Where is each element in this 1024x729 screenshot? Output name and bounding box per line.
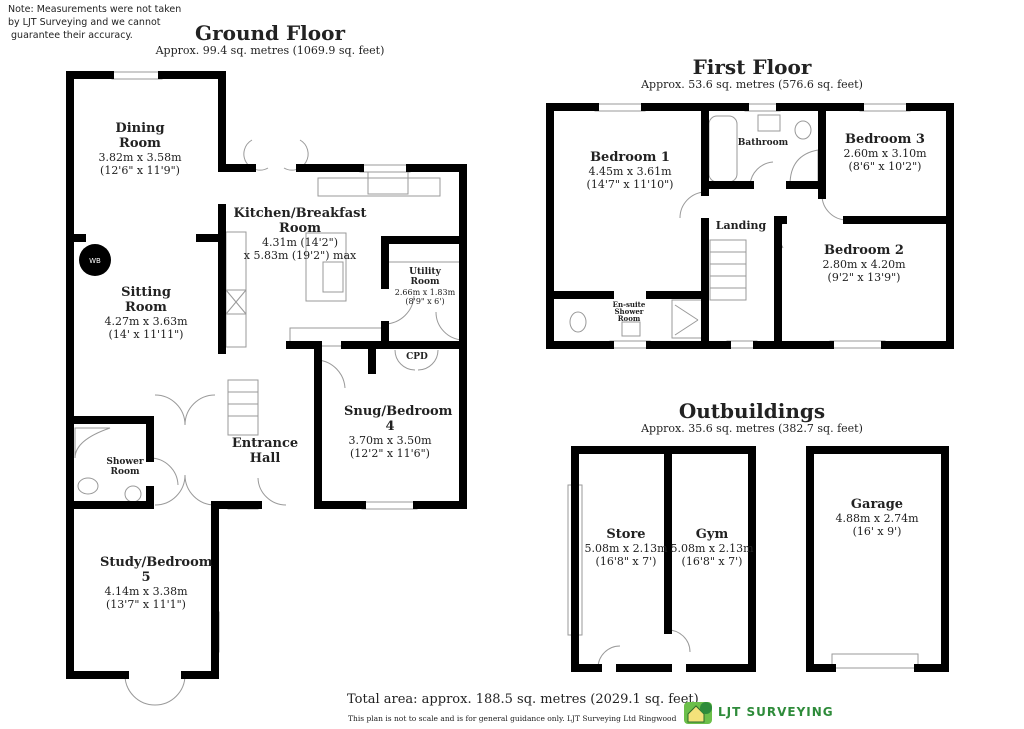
room-dimensions: 5.08m x 2.13m bbox=[670, 541, 754, 555]
room-dimensions: 2.60m x 3.10m bbox=[843, 146, 927, 160]
room-dimensions: (8'6" x 10'2") bbox=[848, 159, 922, 173]
room-bathroom: Bathroom bbox=[738, 138, 788, 148]
ljt-surveying-logo: LJT SURVEYING bbox=[682, 698, 834, 726]
room-cpd: CPD bbox=[406, 352, 428, 362]
measurement-note: Note: Measurements were not taken by LJT… bbox=[8, 4, 181, 42]
room-dimensions: 3.82m x 3.58m bbox=[98, 150, 182, 164]
room-dimensions: (13'7" x 11'1") bbox=[106, 597, 186, 611]
outbuildings-area: Approx. 35.6 sq. metres (382.7 sq. feet) bbox=[641, 422, 863, 435]
room-dimensions: (14' x 11'11") bbox=[108, 327, 184, 341]
room-name: Kitchen/Breakfast bbox=[233, 206, 367, 221]
room-dimensions: 4.27m x 3.63m bbox=[104, 314, 188, 328]
room-study: Study/Bedroom 5 4.14m x 3.38m(13'7" x 11… bbox=[100, 555, 213, 611]
total-area: Total area: approx. 188.5 sq. metres (20… bbox=[347, 692, 699, 707]
room-name: Bedroom 3 bbox=[845, 132, 925, 147]
note-line: Note: Measurements were not taken bbox=[8, 4, 182, 15]
room-name: Bedroom 2 bbox=[824, 243, 904, 258]
room-dimensions: (12'6" x 11'9") bbox=[100, 163, 180, 177]
room-dimensions: (9'2" x 13'9") bbox=[827, 270, 901, 284]
room-dimensions: 5.08m x 2.13m bbox=[584, 541, 668, 555]
room-name: Room bbox=[125, 299, 167, 315]
room-name: Shower bbox=[106, 457, 144, 467]
room-name: Room bbox=[119, 135, 161, 151]
room-name: Bathroom bbox=[737, 138, 789, 148]
room-name: En-suite bbox=[612, 300, 646, 309]
room-name: Room bbox=[410, 277, 440, 288]
room-dimensions: 3.70m x 3.50m bbox=[348, 433, 432, 447]
wb-label: WB bbox=[89, 257, 101, 265]
room-name: CPD bbox=[406, 352, 428, 362]
room-bedroom-2: Bedroom 2 2.80m x 4.20m(9'2" x 13'9") bbox=[822, 243, 906, 284]
room-dimensions: (14'7" x 11'10") bbox=[586, 177, 674, 191]
first-floor-header: First Floor Approx. 53.6 sq. metres (576… bbox=[641, 56, 863, 92]
room-name: Entrance bbox=[231, 436, 299, 451]
room-garage: Garage 4.88m x 2.74m(16' x 9') bbox=[835, 497, 919, 538]
room-bedroom-3: Bedroom 3 2.60m x 3.10m(8'6" x 10'2") bbox=[843, 132, 927, 173]
room-name: Sitting bbox=[121, 285, 171, 300]
room-name: Utility bbox=[409, 267, 441, 277]
room-dimensions: 4.88m x 2.74m bbox=[835, 511, 919, 525]
room-name: Landing bbox=[715, 219, 767, 232]
room-dimensions: (16' x 9') bbox=[852, 524, 902, 538]
outbuildings-title: Outbuildings bbox=[678, 399, 826, 423]
room-landing: Landing bbox=[715, 219, 767, 233]
room-dimensions: 4.31m (14'2") bbox=[261, 235, 339, 249]
room-dimensions: (12'2" x 11'6") bbox=[350, 446, 430, 460]
room-dimensions: 4.14m x 3.38m bbox=[104, 584, 188, 598]
room-dimensions: (16'8" x 7') bbox=[681, 554, 743, 568]
room-dimensions: (8'9" x 6') bbox=[405, 296, 445, 306]
room-store: Store 5.08m x 2.13m(16'8" x 7') bbox=[584, 527, 668, 568]
ground-floor-area: Approx. 99.4 sq. metres (1069.9 sq. feet… bbox=[155, 44, 385, 57]
room-name: Study/Bedroom 5 bbox=[100, 555, 213, 585]
wood-burner-icon bbox=[79, 244, 111, 276]
disclaimer: This plan is not to scale and is for gen… bbox=[348, 714, 677, 723]
room-dimensions: 2.80m x 4.20m bbox=[822, 257, 906, 271]
room-bedroom-1: Bedroom 1 4.45m x 3.61m(14'7" x 11'10") bbox=[586, 150, 674, 191]
room-name: Room bbox=[279, 220, 321, 236]
room-dimensions: (16'8" x 7') bbox=[595, 554, 657, 568]
first-floor-area: Approx. 53.6 sq. metres (576.6 sq. feet) bbox=[641, 78, 863, 91]
note-line: by LJT Surveying and we cannot bbox=[8, 16, 161, 28]
room-name: Hall bbox=[249, 450, 281, 466]
ground-floor-title: Ground Floor bbox=[195, 21, 345, 45]
room-name: Dining bbox=[115, 121, 165, 136]
room-snug: Snug/Bedroom 4 3.70m x 3.50m(12'2" x 11'… bbox=[344, 404, 453, 460]
room-gym: Gym 5.08m x 2.13m(16'8" x 7') bbox=[670, 527, 754, 568]
room-name: Store bbox=[606, 527, 646, 542]
room-name: Snug/Bedroom 4 bbox=[344, 404, 453, 434]
room-dimensions: 4.45m x 3.61m bbox=[588, 164, 672, 178]
room-name: Garage bbox=[850, 497, 904, 512]
room-name: Room bbox=[110, 467, 140, 478]
room-name: Bedroom 1 bbox=[590, 150, 670, 165]
first-floor-title: First Floor bbox=[692, 55, 812, 79]
logo-text: LJT SURVEYING bbox=[718, 705, 834, 719]
ground-floor-header: Ground Floor Approx. 99.4 sq. metres (10… bbox=[156, 22, 385, 58]
room-dimensions: 2.66m x 1.83m bbox=[394, 287, 456, 297]
house-logo-icon bbox=[684, 702, 712, 724]
room-name: Gym bbox=[695, 527, 729, 542]
outbuildings-header: Outbuildings Approx. 35.6 sq. metres (38… bbox=[641, 400, 863, 436]
room-dimensions: x 5.83m (19'2") max bbox=[243, 248, 357, 262]
room-name: Shower bbox=[614, 307, 644, 316]
note-line: guarantee their accuracy. bbox=[8, 29, 133, 41]
room-name: Room bbox=[617, 314, 641, 323]
